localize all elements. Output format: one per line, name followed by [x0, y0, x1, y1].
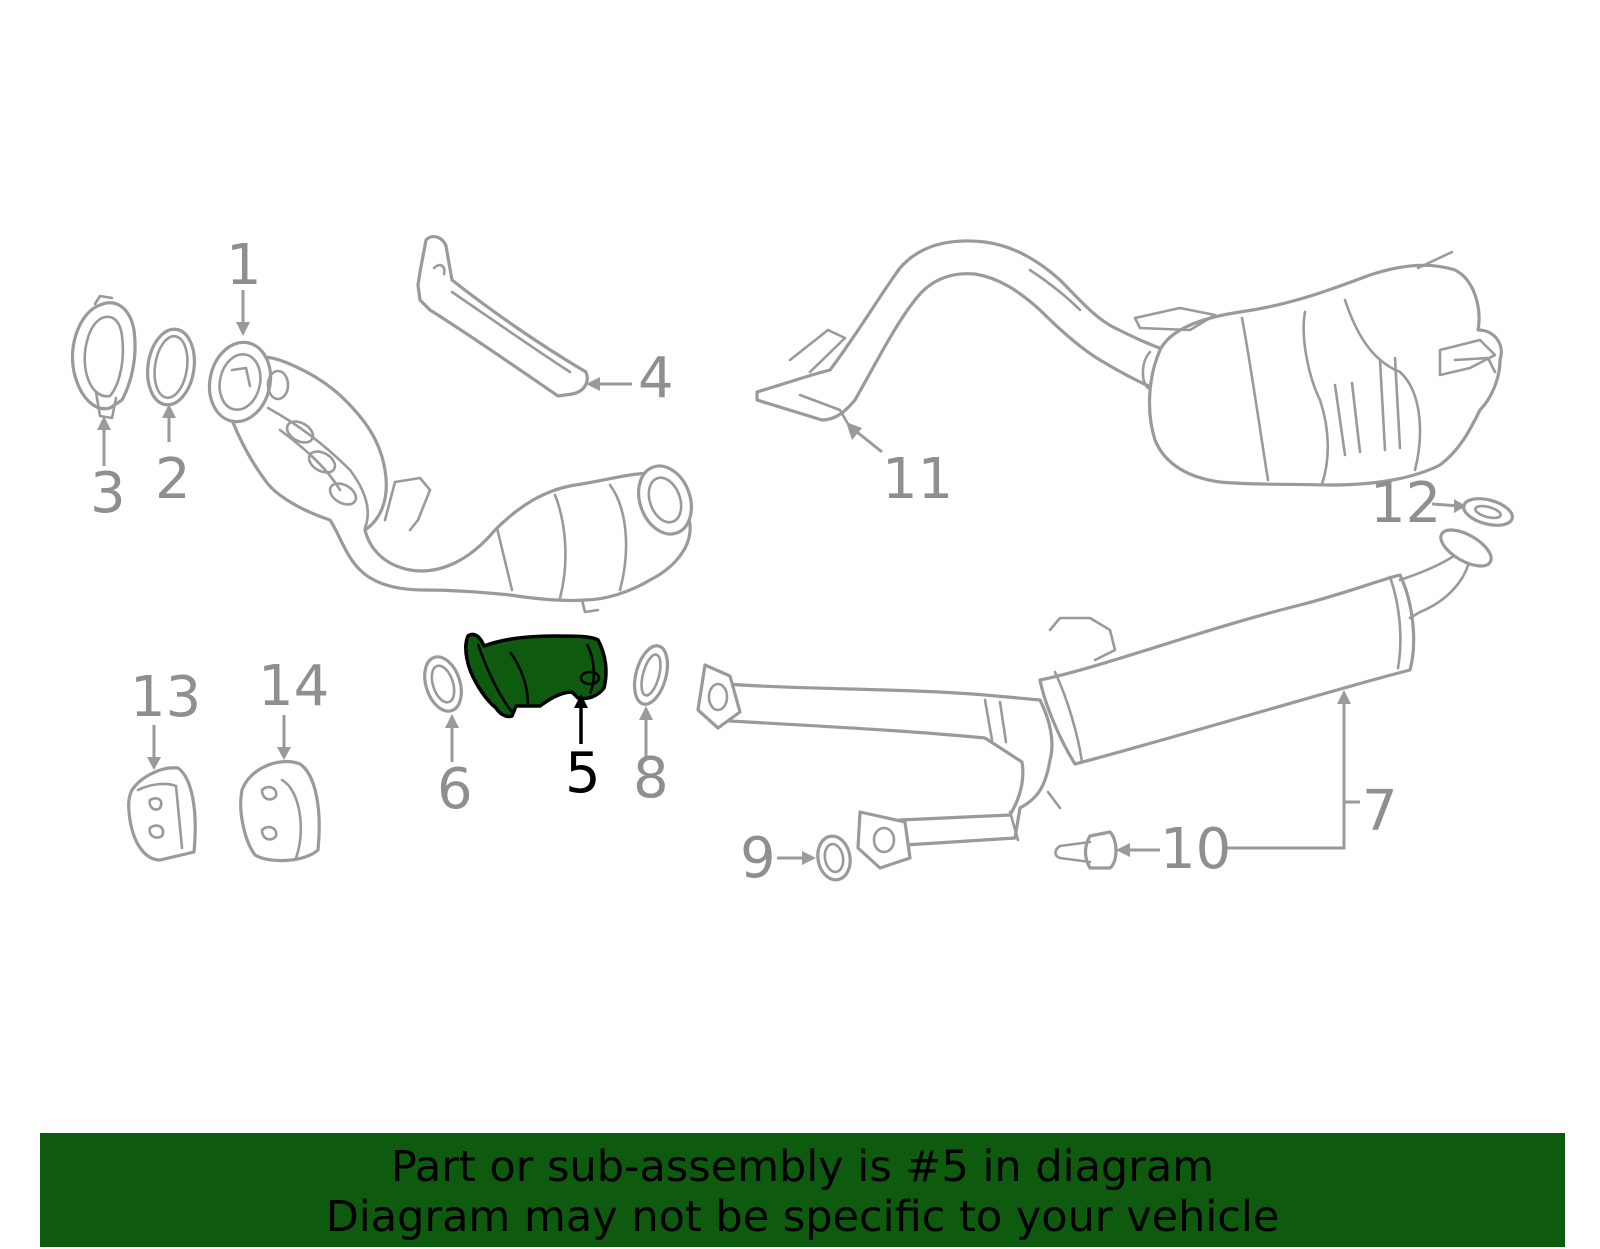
part-12-gasket[interactable] — [1461, 494, 1516, 530]
part-8-gasket[interactable] — [629, 642, 674, 708]
part-11-pipe[interactable] — [755, 239, 1167, 426]
callout-4: 4 — [638, 346, 674, 411]
callout-2: 2 — [155, 447, 191, 512]
part-3-clamp[interactable] — [70, 294, 137, 420]
callout-9: 9 — [740, 826, 776, 891]
part-6-gasket[interactable] — [418, 652, 468, 716]
part-4-bracket[interactable] — [416, 235, 589, 398]
part-2-gasket[interactable] — [143, 326, 199, 408]
info-banner: Part or sub-assembly is #5 in diagram Di… — [40, 1133, 1565, 1247]
banner-line-disclaimer: Diagram may not be specific to your vehi… — [325, 1192, 1280, 1242]
part-9-gasket[interactable] — [814, 834, 853, 883]
part-14-insulator[interactable] — [239, 759, 321, 863]
callout-6: 6 — [437, 757, 473, 822]
banner-line-part: Part or sub-assembly is #5 in diagram — [390, 1142, 1215, 1192]
callout-10: 10 — [1160, 817, 1231, 882]
part-muffler[interactable] — [1133, 250, 1503, 487]
part-7-center-pipe[interactable] — [696, 523, 1497, 870]
part-5-highlighted-pipe[interactable] — [464, 632, 608, 719]
callout-14: 14 — [258, 654, 329, 719]
leader-arrows — [97, 290, 1466, 865]
part-1-catalytic-converter[interactable] — [202, 337, 700, 614]
callout-11: 11 — [882, 447, 953, 512]
callout-labels: 1 2 3 4 5 6 7 8 9 10 11 12 13 14 — [90, 233, 1441, 891]
callout-13: 13 — [130, 665, 201, 730]
callout-5: 5 — [565, 741, 601, 806]
callout-1: 1 — [226, 233, 262, 298]
callout-7: 7 — [1362, 779, 1398, 844]
callout-12: 12 — [1370, 471, 1441, 536]
callout-3: 3 — [90, 461, 126, 526]
callout-8: 8 — [633, 746, 669, 811]
part-13-insulator[interactable] — [127, 766, 197, 862]
part-10-hanger[interactable] — [1054, 830, 1118, 870]
